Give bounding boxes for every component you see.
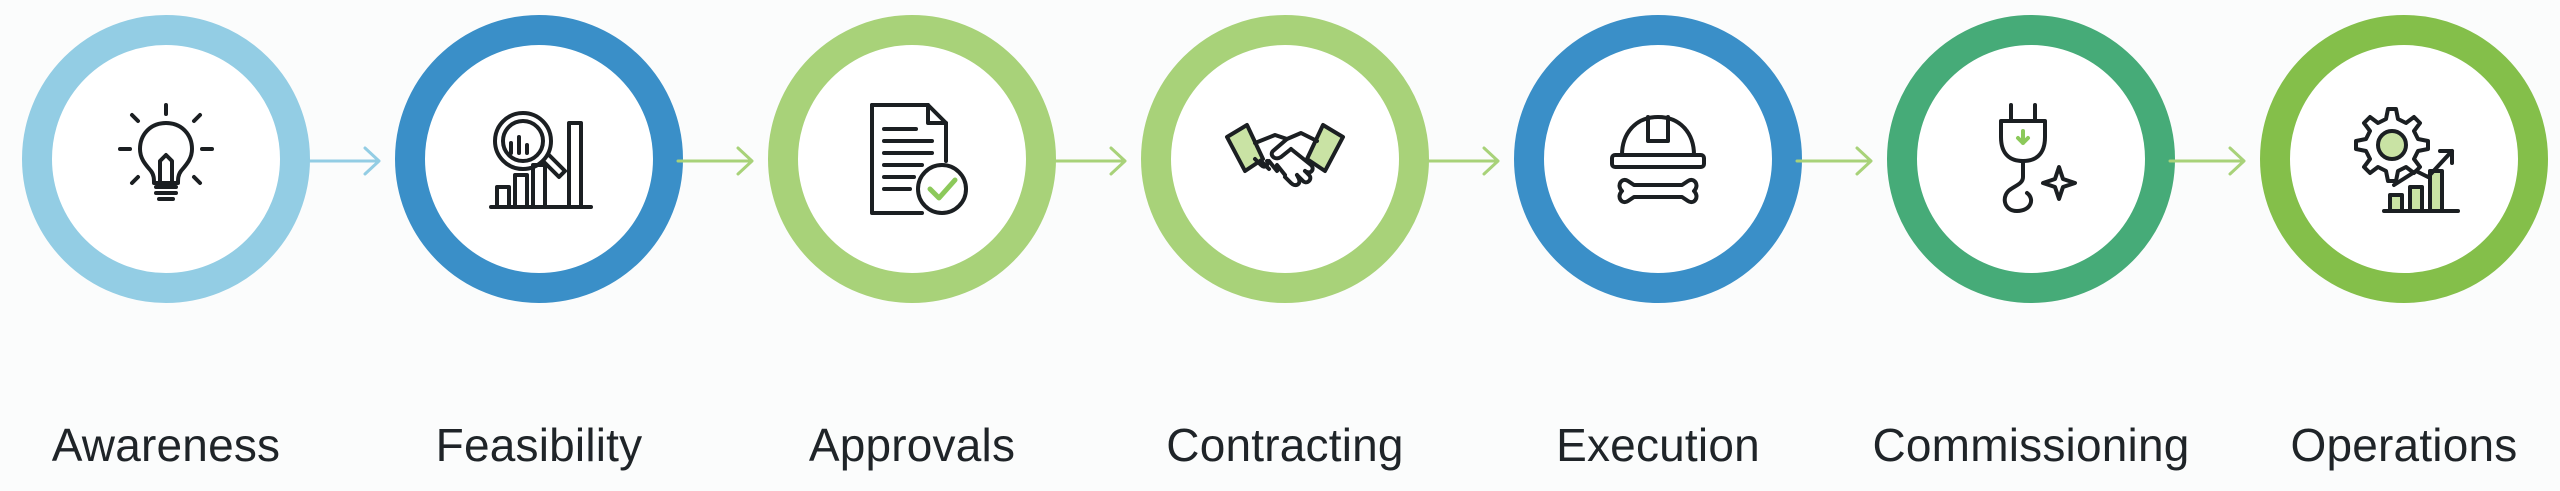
step-commissioning <box>1887 15 2175 303</box>
lightbulb-icon <box>106 99 226 219</box>
flow-arrow <box>1422 140 1502 182</box>
plug-spark-icon <box>1971 99 2091 219</box>
step-contracting <box>1141 15 1429 303</box>
flow-arrow <box>676 140 756 182</box>
flow-arrow <box>1049 140 1129 182</box>
gear-growth-icon <box>2344 99 2464 219</box>
handshake-icon <box>1225 99 1345 219</box>
magnifier-chart-icon <box>479 99 599 219</box>
step-approvals <box>768 15 1056 303</box>
step-label-feasibility: Feasibility <box>435 419 643 471</box>
document-check-icon <box>852 99 972 219</box>
step-execution <box>1514 15 1802 303</box>
flow-arrow <box>303 140 383 182</box>
hardhat-wrench-icon <box>1598 99 1718 219</box>
step-label-execution: Execution <box>1556 419 1760 471</box>
step-awareness <box>22 15 310 303</box>
step-label-commissioning: Commissioning <box>1872 419 2190 471</box>
step-label-awareness: Awareness <box>51 419 281 471</box>
flow-arrow <box>1795 140 1875 182</box>
step-feasibility <box>395 15 683 303</box>
step-label-approvals: Approvals <box>808 419 1016 471</box>
step-label-operations: Operations <box>2290 419 2518 471</box>
step-label-contracting: Contracting <box>1166 419 1404 471</box>
flow-arrow <box>2168 140 2248 182</box>
step-operations <box>2260 15 2548 303</box>
